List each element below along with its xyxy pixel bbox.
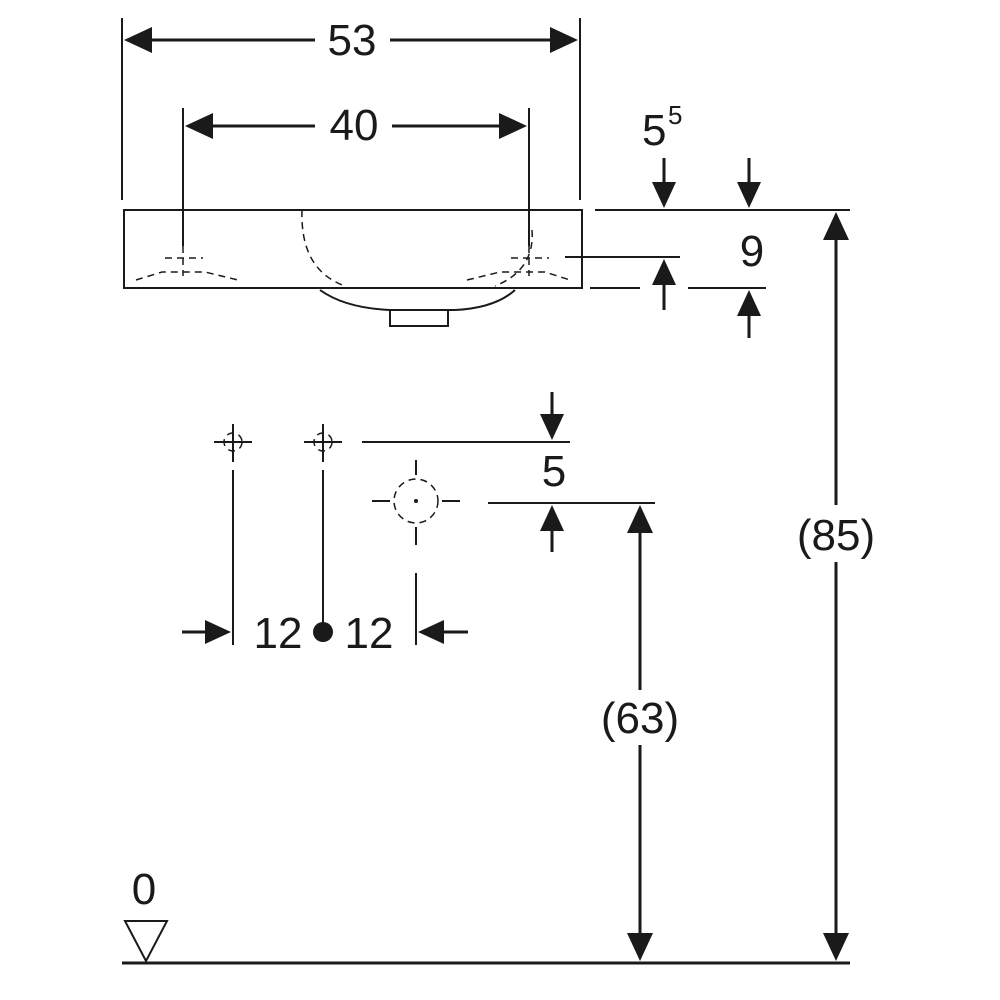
waste-outlet bbox=[389, 310, 449, 327]
dimension-85: (85) bbox=[797, 212, 875, 961]
waste-connection bbox=[372, 460, 460, 645]
tap-hole-right-hidden bbox=[466, 271, 571, 281]
floor-level-label: 0 bbox=[132, 865, 156, 914]
dimension-5: 5 bbox=[362, 392, 655, 552]
bowl-hidden-contour bbox=[301, 209, 533, 287]
dimension-12-12: 12 12 bbox=[182, 609, 468, 658]
dimension-40: 40 bbox=[182, 101, 530, 246]
dimension-40-label: 40 bbox=[330, 101, 379, 150]
dimension-63-label: (63) bbox=[601, 694, 679, 743]
tap-connection-right bbox=[304, 424, 342, 632]
tap-hole-left-hidden bbox=[135, 271, 239, 281]
floor-level: 0 bbox=[122, 865, 850, 965]
dimension-overflow-group: 5 5 9 bbox=[565, 100, 850, 338]
dimension-12-right-label: 12 bbox=[345, 609, 394, 658]
dimension-5-5-superscript: 5 bbox=[668, 100, 682, 130]
dimension-53-label: 53 bbox=[328, 16, 377, 65]
basin-outline bbox=[123, 209, 583, 289]
dimension-53: 53 bbox=[121, 16, 581, 200]
dimension-9-label: 9 bbox=[740, 227, 764, 276]
dimension-12-left-label: 12 bbox=[254, 609, 303, 658]
dimension-85-label: (85) bbox=[797, 511, 875, 560]
center-point bbox=[313, 622, 333, 642]
tap-connection-left bbox=[214, 424, 252, 645]
basin-front-view bbox=[123, 209, 583, 327]
dimension-5-5-label: 5 bbox=[642, 106, 666, 155]
floor-level-triangle-icon bbox=[123, 920, 169, 964]
bowl-underside bbox=[319, 289, 516, 311]
dimension-63: (63) bbox=[601, 505, 679, 961]
dimension-5-label: 5 bbox=[542, 447, 566, 496]
